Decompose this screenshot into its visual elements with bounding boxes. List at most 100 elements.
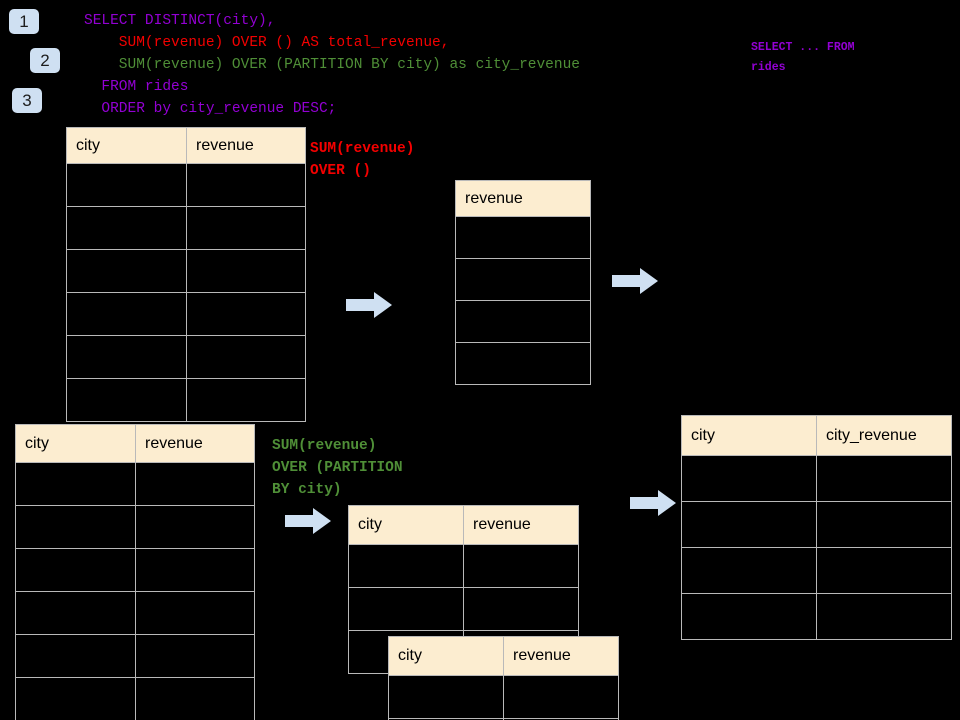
table-cell: [816, 593, 952, 640]
rides-input-table-partition: city revenue: [15, 424, 255, 720]
table-cell: [135, 505, 255, 549]
table-cell: [388, 675, 504, 719]
table-row: [681, 455, 952, 502]
table-cell: [463, 544, 579, 588]
table-cell: [348, 587, 464, 631]
table-cell: [186, 206, 306, 250]
table-row: [15, 505, 255, 549]
side-note-line-1: SELECT ... FROM: [751, 41, 855, 54]
table-body: [681, 455, 952, 640]
arrow-total-revenue-to-result: [612, 268, 658, 294]
table-cell: [186, 378, 306, 422]
partition-group-table-front: city revenue: [388, 636, 619, 720]
column-header: city: [66, 127, 187, 164]
table-header-row: revenue: [455, 180, 591, 217]
table-row: [66, 292, 306, 336]
table-row: [66, 206, 306, 250]
table-cell: [135, 462, 255, 506]
annotation-total-revenue-line-1: SUM(revenue): [310, 141, 415, 157]
table-row: [681, 547, 952, 594]
side-note-line-2: rides: [751, 61, 786, 74]
table-row: [66, 335, 306, 379]
table-row: [15, 548, 255, 592]
table-cell: [681, 455, 817, 502]
column-header: revenue: [463, 505, 579, 545]
table-cell: [186, 335, 306, 379]
table-cell: [503, 675, 619, 719]
table-cell: [463, 587, 579, 631]
table-cell: [135, 548, 255, 592]
table-cell: [15, 462, 136, 506]
table-body: [388, 675, 619, 720]
table-cell: [186, 292, 306, 336]
table-header-row: city revenue: [388, 636, 619, 676]
table-cell: [15, 548, 136, 592]
column-header: revenue: [186, 127, 306, 164]
table-row: [681, 501, 952, 548]
arrow-rides-to-partition: [285, 508, 331, 534]
table-cell: [15, 591, 136, 635]
table-header-row: city revenue: [348, 505, 579, 545]
step-badge-1: 1: [9, 9, 39, 34]
table-row: [66, 378, 306, 422]
table-cell: [681, 593, 817, 640]
table-cell: [816, 455, 952, 502]
column-header: revenue: [135, 424, 255, 463]
table-cell: [66, 378, 187, 422]
arrow-partition-to-result: [630, 490, 676, 516]
query-line-2: SUM(revenue) OVER () AS total_revenue,: [84, 35, 450, 51]
table-cell: [15, 505, 136, 549]
table-cell: [455, 342, 591, 385]
table-row: [15, 462, 255, 506]
column-header: city: [681, 415, 817, 456]
table-row: [66, 249, 306, 293]
table-row: [455, 258, 591, 301]
table-row: [15, 634, 255, 678]
table-row: [66, 163, 306, 207]
table-cell: [66, 249, 187, 293]
table-body: [455, 216, 591, 385]
annotation-city-revenue-line-2: OVER (PARTITION: [272, 460, 403, 476]
table-row: [348, 544, 579, 588]
column-header: revenue: [455, 180, 591, 217]
table-row: [681, 593, 952, 640]
table-row: [388, 675, 619, 719]
table-cell: [186, 249, 306, 293]
table-cell: [455, 300, 591, 343]
table-cell: [681, 501, 817, 548]
table-cell: [455, 216, 591, 259]
table-header-row: city revenue: [66, 127, 306, 164]
table-body: [15, 462, 255, 720]
total-revenue-table: revenue: [455, 180, 591, 385]
column-header: city_revenue: [816, 415, 952, 456]
table-cell: [66, 335, 187, 379]
table-row: [15, 677, 255, 720]
table-cell: [681, 547, 817, 594]
query-line-1: SELECT DISTINCT(city),: [84, 13, 276, 29]
table-cell: [135, 634, 255, 678]
table-cell: [66, 292, 187, 336]
column-header: city: [348, 505, 464, 545]
step-badge-3: 3: [12, 88, 42, 113]
table-body: [66, 163, 306, 422]
table-row: [15, 591, 255, 635]
table-row: [388, 718, 619, 720]
annotation-city-revenue-line-3: BY city): [272, 482, 342, 498]
step-badge-2: 2: [30, 48, 60, 73]
column-header: city: [388, 636, 504, 676]
arrow-rides-to-total-revenue: [346, 292, 392, 318]
table-cell: [455, 258, 591, 301]
table-cell: [15, 677, 136, 720]
table-cell: [66, 206, 187, 250]
table-cell: [816, 501, 952, 548]
table-row: [455, 216, 591, 259]
rides-input-table: city revenue: [66, 127, 306, 422]
table-cell: [348, 544, 464, 588]
table-row: [455, 342, 591, 385]
table-cell: [503, 718, 619, 720]
table-cell: [15, 634, 136, 678]
column-header: revenue: [503, 636, 619, 676]
annotation-city-revenue-line-1: SUM(revenue): [272, 438, 377, 454]
query-line-4: FROM rides: [84, 79, 189, 95]
